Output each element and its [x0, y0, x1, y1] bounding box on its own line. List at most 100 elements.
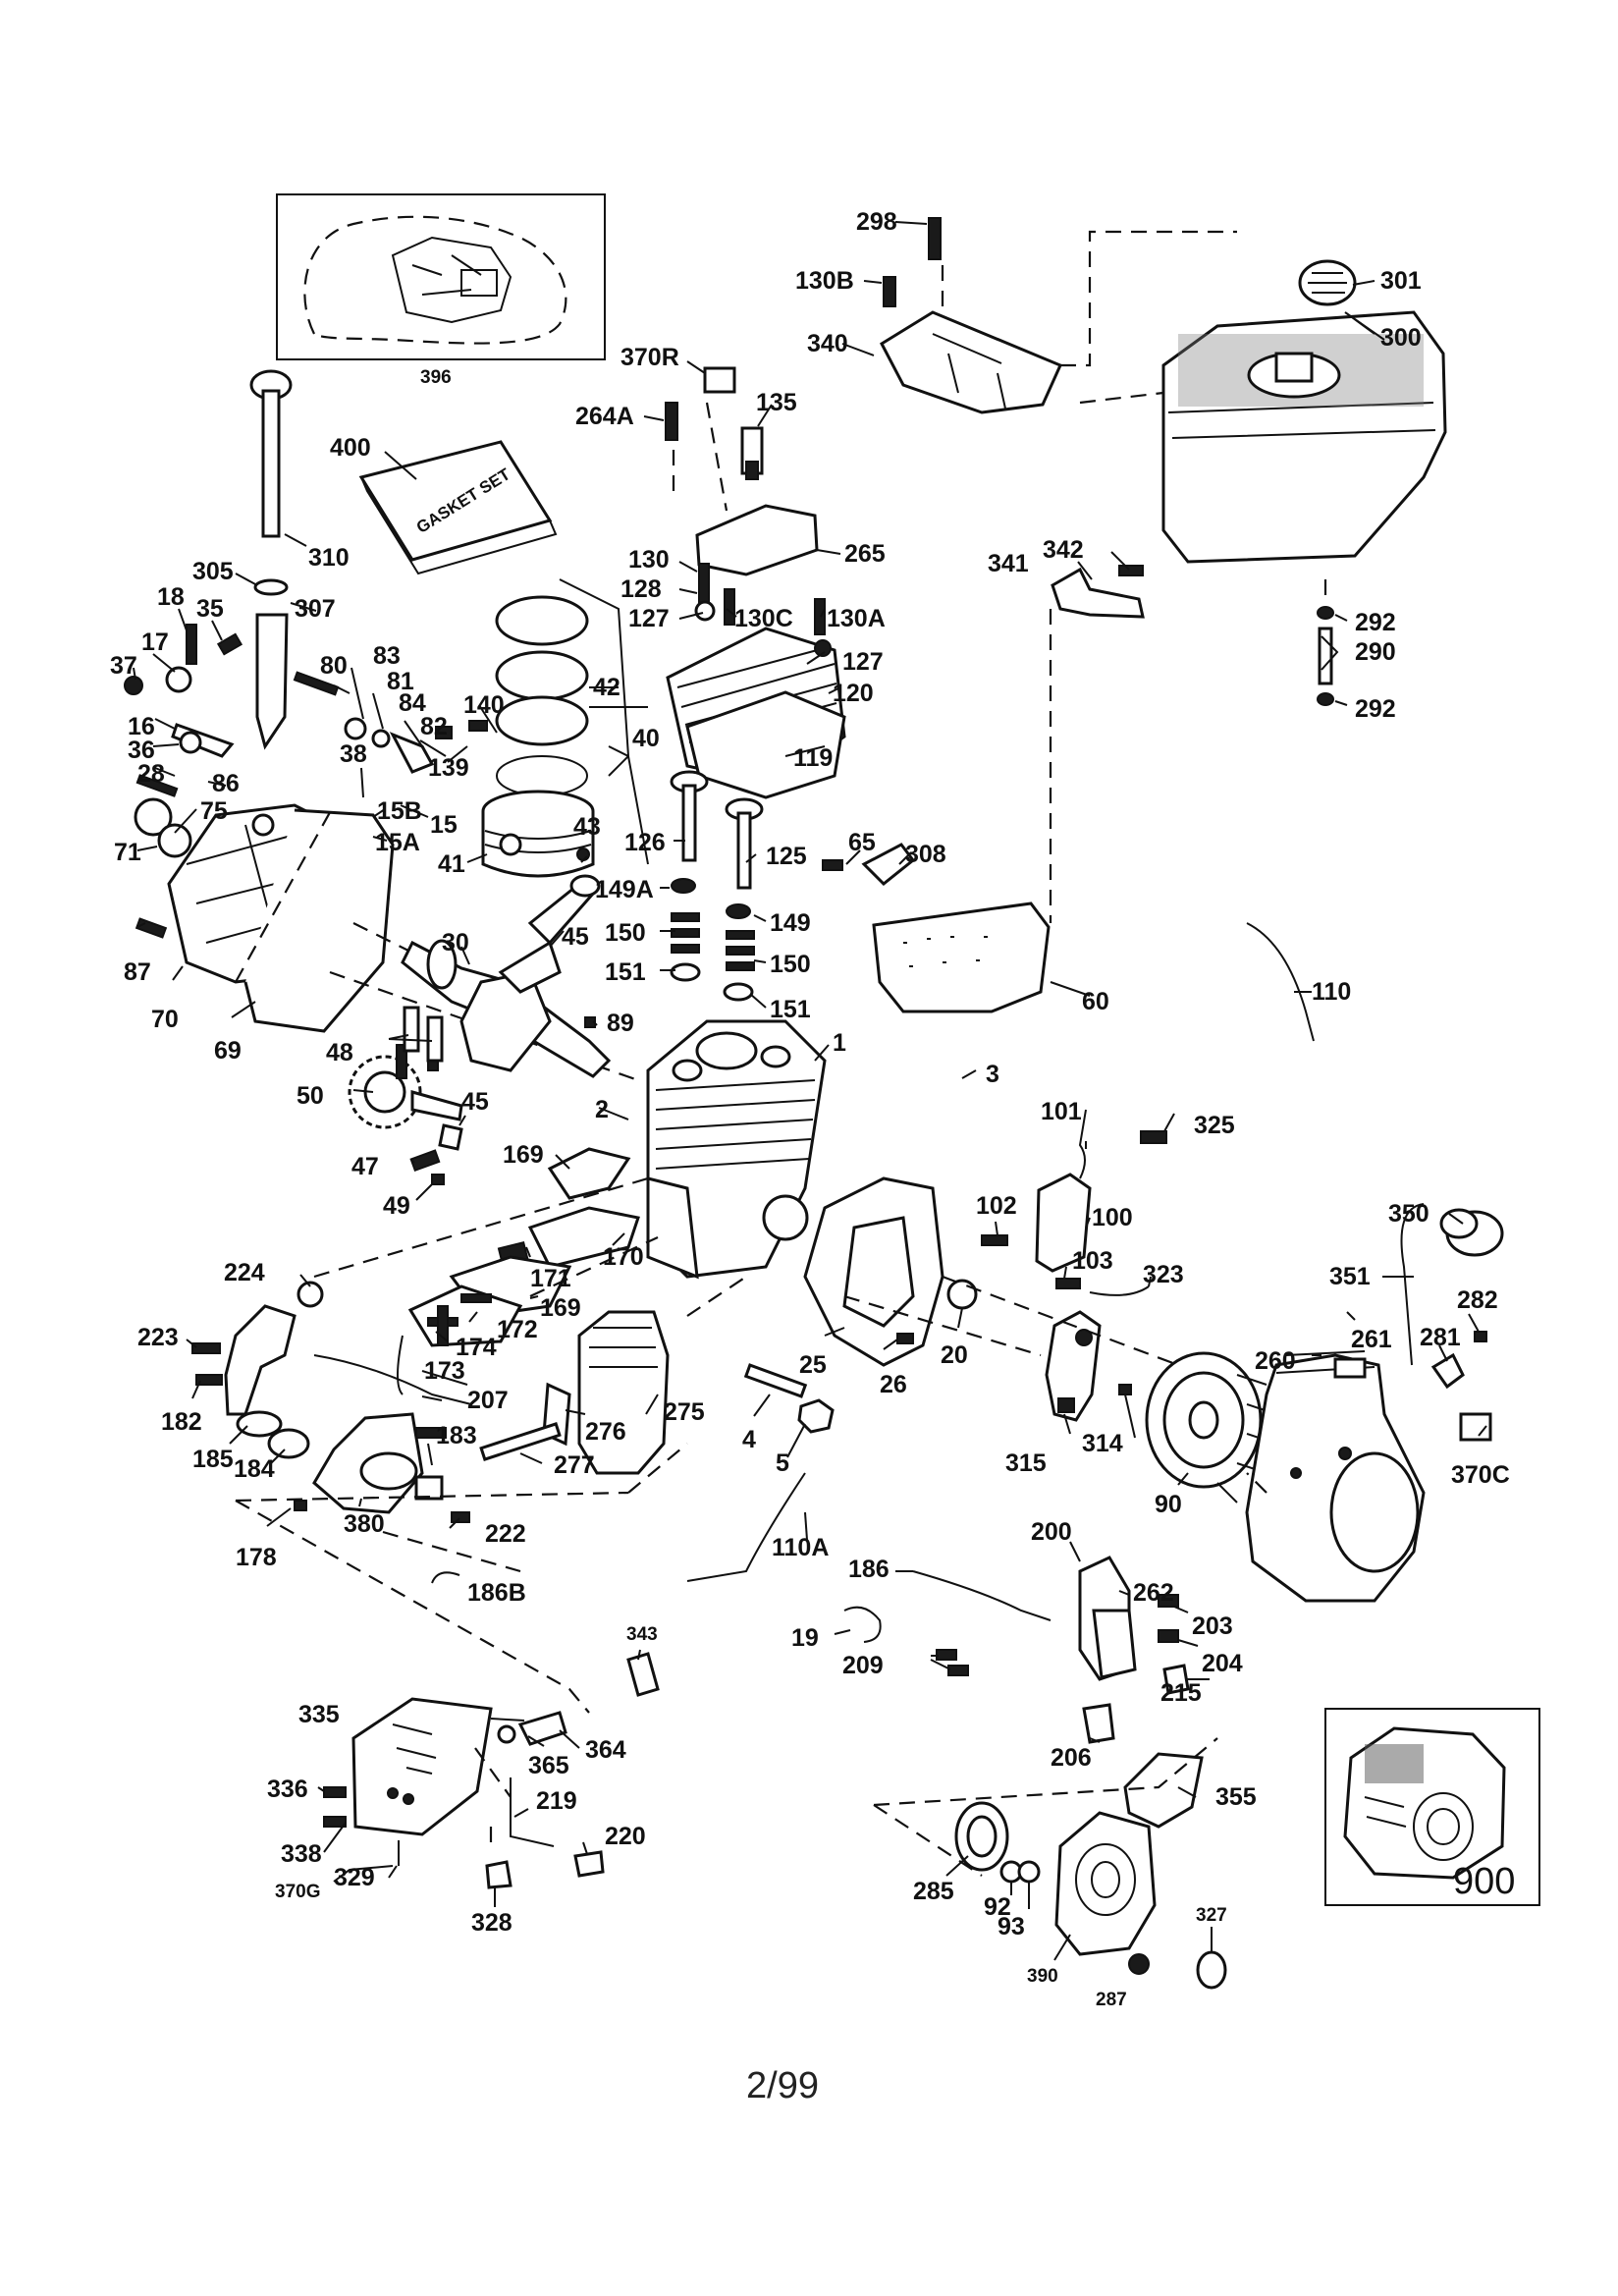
label-41: 41	[438, 850, 465, 878]
fuel-tank	[1161, 259, 1447, 564]
blower-housing	[1245, 1350, 1426, 1603]
label-75: 75	[200, 797, 228, 825]
air-filter-element	[822, 843, 1051, 1013]
label-45-b: 45	[461, 1088, 489, 1116]
label-219: 219	[536, 1787, 577, 1815]
label-119: 119	[793, 744, 833, 772]
label-149: 149	[770, 909, 811, 937]
label-292-a: 292	[1355, 609, 1396, 636]
label-100: 100	[1092, 1204, 1133, 1231]
throttle-cable-186	[912, 1570, 1052, 1621]
label-338: 338	[281, 1840, 322, 1868]
label-102: 102	[976, 1192, 1017, 1220]
label-decal-370r	[703, 366, 736, 394]
label-48: 48	[326, 1039, 353, 1066]
label-90: 90	[1155, 1491, 1182, 1518]
label-282: 282	[1457, 1286, 1498, 1314]
label-37: 37	[110, 652, 137, 680]
primer-bulb	[1400, 1203, 1504, 1366]
label-169-b: 169	[540, 1294, 581, 1322]
label-172: 172	[497, 1316, 538, 1343]
label-40: 40	[632, 725, 660, 752]
label-20: 20	[941, 1341, 968, 1369]
label-336: 336	[267, 1776, 308, 1803]
bolt-264a	[665, 402, 678, 441]
label-275: 275	[664, 1398, 705, 1426]
label-182: 182	[161, 1408, 202, 1436]
label-71: 71	[114, 839, 141, 866]
label-370c: 370C	[1451, 1461, 1510, 1489]
label-47: 47	[351, 1153, 379, 1180]
label-45-a: 45	[562, 923, 589, 951]
spring-19	[843, 1606, 882, 1643]
label-350: 350	[1388, 1200, 1429, 1228]
label-215: 215	[1160, 1679, 1202, 1707]
label-390: 390	[1027, 1966, 1058, 1987]
label-343: 343	[626, 1624, 658, 1645]
label-135: 135	[756, 389, 797, 416]
clip-325	[1140, 1130, 1167, 1144]
label-127-b: 127	[842, 648, 884, 676]
label-323: 323	[1143, 1261, 1184, 1288]
intake-elbow	[191, 1281, 324, 1438]
camshaft-gear	[348, 1016, 596, 1129]
control-bracket	[1078, 1556, 1190, 1744]
bracket-343	[626, 1652, 660, 1697]
label-364: 364	[585, 1736, 626, 1764]
leader-lines	[133, 221, 1487, 1961]
label-130b: 130B	[795, 267, 854, 295]
label-328: 328	[471, 1909, 512, 1937]
label-28: 28	[137, 760, 165, 788]
label-16: 16	[128, 713, 155, 740]
label-70: 70	[151, 1006, 179, 1033]
tank-support-bracket	[1051, 565, 1145, 619]
label-151-b: 151	[770, 996, 811, 1023]
label-340: 340	[807, 330, 848, 357]
label-4: 4	[742, 1426, 756, 1453]
label-171: 171	[530, 1265, 571, 1292]
label-5: 5	[776, 1449, 789, 1477]
label-277: 277	[554, 1451, 595, 1479]
label-260: 260	[1255, 1347, 1296, 1375]
label-149a: 149A	[595, 876, 654, 903]
label-92: 92	[984, 1893, 1011, 1921]
label-200: 200	[1031, 1518, 1072, 1546]
label-49: 49	[383, 1192, 410, 1220]
carburetor	[267, 1412, 447, 1514]
label-101: 101	[1041, 1098, 1082, 1125]
ignition-module	[981, 1109, 1150, 1296]
label-400: 400	[330, 434, 371, 462]
label-127-a: 127	[628, 605, 670, 632]
label-35: 35	[196, 595, 224, 623]
label-169-a: 169	[503, 1141, 544, 1169]
label-206: 206	[1051, 1744, 1092, 1772]
tank-bracket	[880, 217, 1063, 414]
part-labels: 298 130B 340 301 300 370R 135 264A 265 4…	[110, 208, 1515, 2010]
piston	[481, 790, 595, 878]
label-351: 351	[1329, 1263, 1371, 1290]
label-900: 900	[1453, 1861, 1515, 1902]
label-305: 305	[192, 558, 234, 585]
label-84: 84	[399, 689, 426, 717]
label-315: 315	[1005, 1449, 1047, 1477]
wire-harness-110a	[686, 1472, 806, 1582]
valve-lifters	[403, 1006, 463, 1185]
label-110: 110	[1312, 978, 1351, 1006]
label-355: 355	[1215, 1783, 1257, 1811]
label-262: 262	[1133, 1579, 1174, 1607]
gasket-set-box: GASKET SET	[358, 440, 558, 575]
connecting-rod	[498, 874, 601, 994]
label-60: 60	[1082, 988, 1109, 1015]
label-186b: 186B	[467, 1579, 526, 1607]
label-370g: 370G	[275, 1882, 320, 1902]
governor-linkage	[124, 624, 488, 858]
label-327: 327	[1196, 1905, 1227, 1926]
page-number: 2/99	[746, 2065, 819, 2106]
label-183: 183	[436, 1422, 477, 1449]
exhaust-nut	[797, 1398, 835, 1434]
label-82: 82	[420, 713, 448, 740]
label-80: 80	[320, 652, 348, 680]
label-396: 396	[420, 367, 452, 388]
dipstick-tube	[249, 369, 293, 750]
